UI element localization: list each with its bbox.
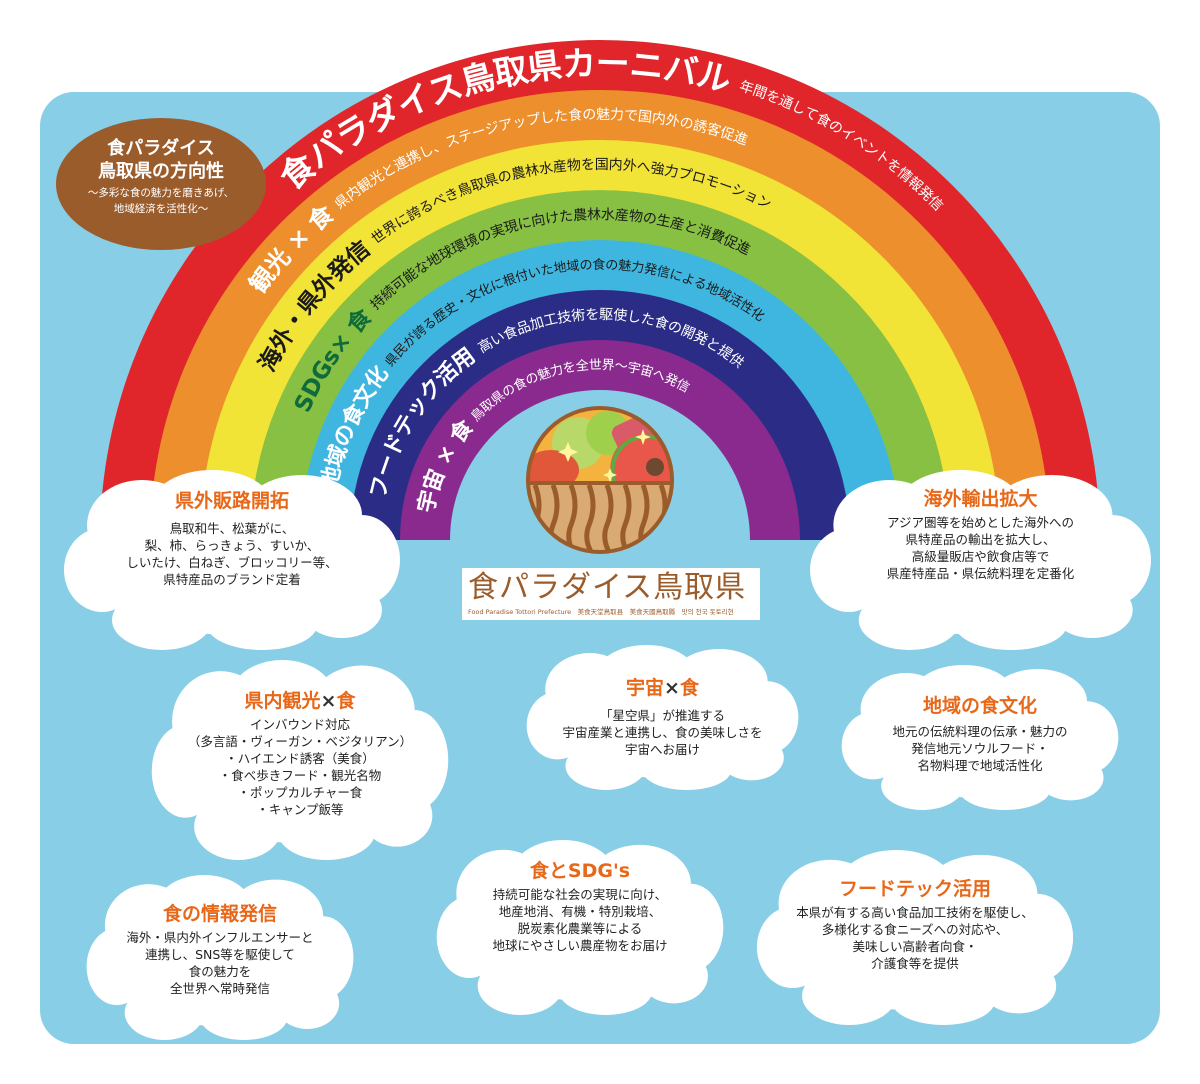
cloud-tourism-food: 県内観光×食 インバウンド対応 （多言語・ヴィーガン・ベジタリアン） ・ハイエン…	[150, 660, 450, 860]
cloud-body: 本県が有する高い食品加工技術を駆使し、 多様化する食ニーズへの対応や、 美味しい…	[796, 905, 1034, 971]
badge-line3: ～多彩な食の魅力を磨きあげ、	[87, 187, 235, 199]
food-basket-icon	[526, 406, 674, 554]
cloud-food-sdgs: 食とSDG's 持続可能な社会の実現に向け、 地産地消、有機・特別栽培、 脱炭素…	[435, 840, 725, 1015]
cloud-body: 持続可能な社会の実現に向け、 地産地消、有機・特別栽培、 脱炭素化農業等による …	[492, 887, 668, 953]
cloud-title: 県外販路開拓	[174, 490, 289, 512]
cloud-title: 県内観光×食	[244, 690, 356, 712]
cloud-body: 鳥取和牛、松葉がに、 梨、柿、らっきょう、すいか、 しいたけ、白ねぎ、ブロッコリ…	[126, 521, 338, 587]
cloud-body: 地元の伝統料理の伝承・魅力の 発信地元ソウルフード・ 名物料理で地域活性化	[892, 724, 1068, 773]
direction-badge: 食パラダイス 鳥取県の方向性 ～多彩な食の魅力を磨きあげ、 地域経済を活性化～	[56, 118, 266, 250]
cloud-body: インバウンド対応 （多言語・ヴィーガン・ベジタリアン） ・ハイエンド誘客（美食）…	[187, 717, 413, 817]
cloud-title: 食の情報発信	[162, 903, 277, 925]
food-paradise-logo: 食パラダイス鳥取県 Food Paradise Tottori Prefectu…	[462, 568, 760, 620]
cloud-foodtech: フードテック活用 本県が有する高い食品加工技術を駆使し、 多様化する食ニーズへの…	[755, 850, 1075, 1025]
cloud-title: 宇宙×食	[626, 677, 699, 699]
cloud-food-information: 食の情報発信 海外・県内外インフルエンサーと 連携し、SNS等を駆使して 食の魅…	[85, 875, 355, 1040]
cloud-title: 海外輸出拡大	[923, 488, 1038, 510]
badge-line1: 食パラダイス	[107, 138, 215, 159]
logo-title: 食パラダイス鳥取県	[468, 570, 747, 605]
cloud-domestic-sales: 県外販路開拓 鳥取和牛、松葉がに、 梨、柿、らっきょう、すいか、 しいたけ、白ね…	[62, 470, 402, 650]
cloud-local-food-culture: 地域の食文化 地元の伝統料理の伝承・魅力の 発信地元ソウルフード・ 名物料理で地…	[840, 665, 1120, 810]
cloud-title: 地域の食文化	[922, 695, 1037, 717]
cloud-export-expansion: 海外輸出拡大 アジア圏等を始めとした海外への 県特産品の輸出を拡大し、 高級量販…	[808, 470, 1153, 650]
cloud-space-food: 宇宙×食 「星空県」が推進する 宇宙産業と連携し、食の美味しさを 宇宙へお届け	[525, 645, 800, 790]
badge-line2: 鳥取県の方向性	[98, 161, 224, 182]
cloud-body: アジア圏等を始めとした海外への 県特産品の輸出を拡大し、 高級量販店や飲食店等で…	[886, 515, 1075, 581]
rainbow-bands	[100, 40, 1100, 540]
cloud-title: 食とSDG's	[529, 860, 631, 882]
badge-line4: 地域経済を活性化～	[113, 203, 209, 215]
logo-subtitle: Food Paradise Tottori Prefecture 美食天堂鳥取县…	[468, 608, 734, 616]
cloud-body: 「星空県」が推進する 宇宙産業と連携し、食の美味しさを 宇宙へお届け	[562, 708, 763, 757]
cloud-title: フードテック活用	[838, 878, 991, 900]
cloud-body: 海外・県内外インフルエンサーと 連携し、SNS等を駆使して 食の魅力を 全世界へ…	[126, 930, 314, 996]
